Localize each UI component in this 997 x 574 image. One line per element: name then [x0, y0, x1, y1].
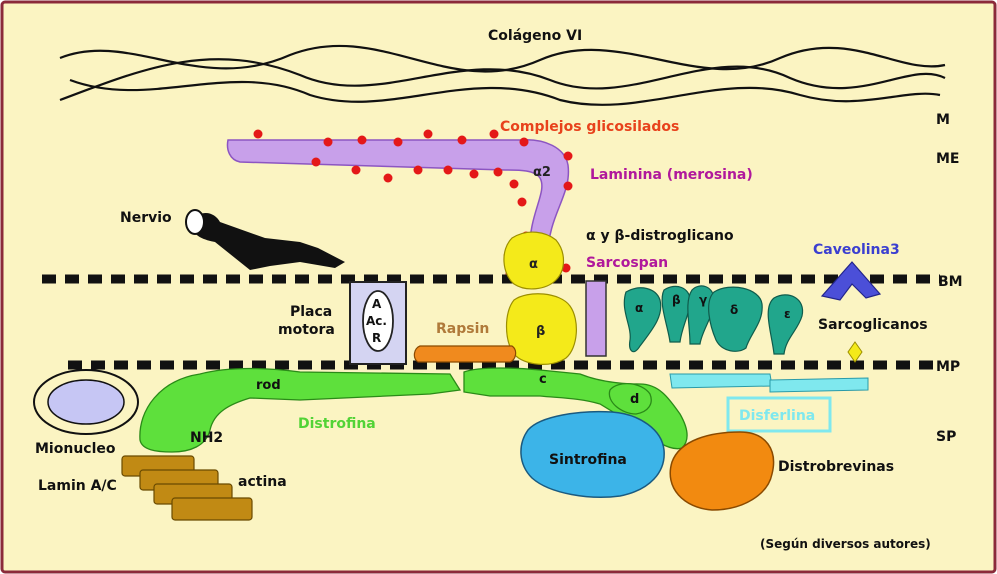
dysferlin-strands [669, 373, 869, 393]
dystrophin-shape [139, 367, 688, 453]
nh2-label: NH2 [190, 430, 223, 446]
alpha-dystroglycan-label: α [529, 257, 538, 272]
caveolin-label: Caveolina3 [813, 242, 900, 258]
sarcoglycan-shapes [623, 285, 804, 355]
region-m: M [936, 112, 950, 128]
achr-a: A [372, 297, 382, 311]
dystrophin-c-label: c [539, 372, 547, 387]
sarcospan-shape [585, 280, 607, 357]
sarcospan-label: Sarcospan [586, 255, 668, 271]
region-bm: BM [938, 274, 963, 290]
source-note: (Según diversos autores) [760, 537, 931, 551]
syntrophin-label: Sintrofina [549, 452, 627, 468]
motor-plate-label-2: motora [278, 322, 335, 338]
achr-ac: Ac. [366, 314, 387, 328]
sg-gamma-label: γ [699, 293, 707, 307]
dystroglycan-label: α y β-distroglicano [586, 228, 734, 244]
region-sp: SP [936, 429, 956, 445]
dystrophin-d-label: d [630, 392, 639, 407]
actin-label: actina [238, 474, 287, 490]
sarcoglycans-label: Sarcoglicanos [818, 317, 928, 333]
region-me: ME [936, 151, 960, 167]
achr-receptor [362, 290, 394, 352]
beta-dystroglycan [505, 293, 577, 365]
motor-plate-label-1: Placa [290, 304, 332, 320]
nerve-label: Nervio [120, 210, 172, 226]
beta-dystroglycan-label: β [536, 324, 545, 339]
sg-delta-label: δ [730, 303, 738, 317]
collagen-label: Colágeno VI [488, 28, 582, 44]
sg-beta-label: β [672, 293, 681, 307]
laminin-alpha2-label: α2 [533, 165, 551, 180]
sg-alpha-label: α [635, 301, 643, 315]
caveolin-shape [820, 261, 882, 301]
alpha-dystroglycan [503, 231, 565, 290]
region-mp: MP [936, 359, 960, 375]
laminin-label: Laminina (merosina) [590, 167, 753, 183]
actin-filaments [121, 455, 253, 521]
dysferlin-label: Disferlina [739, 408, 815, 424]
dystrobrevin-shape [669, 431, 775, 511]
dystrophin-d-domain [608, 383, 652, 415]
dystrophin-label: Distrofina [298, 416, 376, 432]
myonucleus-inner [47, 379, 125, 425]
achr-r: R [372, 331, 381, 345]
collagen-fibers [59, 44, 946, 106]
dysferlin-box [726, 396, 832, 433]
rapsin-shape [413, 345, 517, 363]
lamin-label: Lamin A/C [38, 478, 117, 494]
myonucleus-label: Mionucleo [35, 441, 116, 457]
nerve-shape [185, 209, 345, 270]
sg-epsilon-label: ε [784, 307, 791, 321]
dystrophin-rod-label: rod [256, 378, 281, 393]
glyco-label: Complejos glicosilados [500, 119, 679, 135]
sarcoglycan-diamond [847, 341, 863, 363]
dystrobrevins-label: Distrobrevinas [778, 459, 894, 475]
rapsin-label: Rapsin [436, 321, 489, 337]
syntrophin-shape [520, 410, 665, 498]
